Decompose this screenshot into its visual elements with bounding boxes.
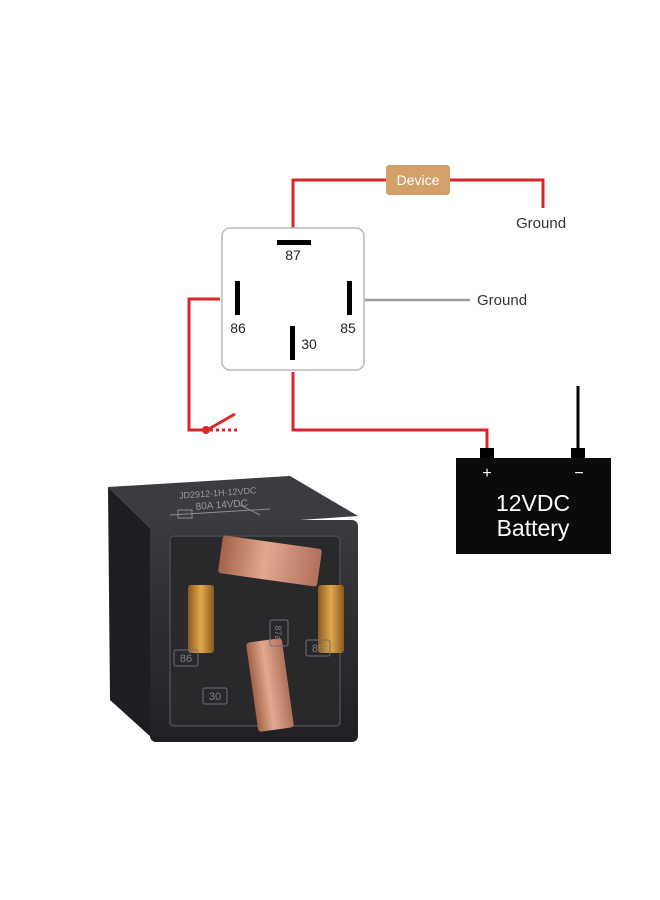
battery-body	[456, 458, 611, 554]
pin-85-label: 85	[340, 320, 356, 336]
relay-label-85: 85	[312, 643, 324, 655]
pin-30-label: 30	[301, 336, 317, 352]
relay-pin-30	[246, 638, 294, 732]
pin-86-bar	[235, 281, 240, 315]
relay-top-text-2: 80A 14VDC	[195, 498, 248, 513]
battery-negative-terminal	[571, 448, 585, 460]
switch-lever	[206, 412, 236, 432]
relay-pin-87	[218, 535, 322, 587]
pin-87-label: 87	[285, 247, 301, 263]
wire-30-to-battery	[291, 372, 489, 450]
wire-87-to-device	[291, 178, 386, 228]
switch-pivot	[202, 426, 210, 434]
battery-minus-sign: −	[574, 465, 583, 482]
pin-86-label: 86	[230, 320, 246, 336]
relay-left-side	[108, 487, 152, 738]
battery-label-line1: 12VDC	[496, 490, 570, 516]
device-label: Device	[397, 172, 440, 188]
relay-pin-85	[318, 585, 344, 653]
relay-top-symbol	[169, 504, 271, 519]
pin-85-bar	[347, 281, 352, 315]
relay-schematic-box	[221, 227, 365, 371]
relay-top-face	[108, 476, 358, 530]
device-box	[386, 165, 450, 195]
battery-label-line2: Battery	[497, 515, 570, 541]
relay-pin-86	[188, 585, 214, 653]
wire-86-to-switch	[187, 297, 220, 432]
relay-label-86: 86	[180, 653, 192, 665]
red-wires	[187, 178, 545, 450]
wire-device-to-ground	[450, 178, 545, 208]
ground-top-label: Ground	[516, 215, 566, 232]
relay-label-87a: 87a	[273, 625, 283, 640]
battery-plus-sign: +	[482, 465, 491, 482]
pin-30-bar	[290, 326, 295, 360]
pin-87-bar	[277, 240, 311, 245]
relay-photo: JD2912-1H-12VDC 80A 14VDC 86 85 87a 30	[108, 476, 358, 742]
relay-label-30: 30	[209, 691, 221, 703]
ground-mid-label: Ground	[477, 292, 527, 309]
battery-positive-terminal	[480, 448, 494, 460]
